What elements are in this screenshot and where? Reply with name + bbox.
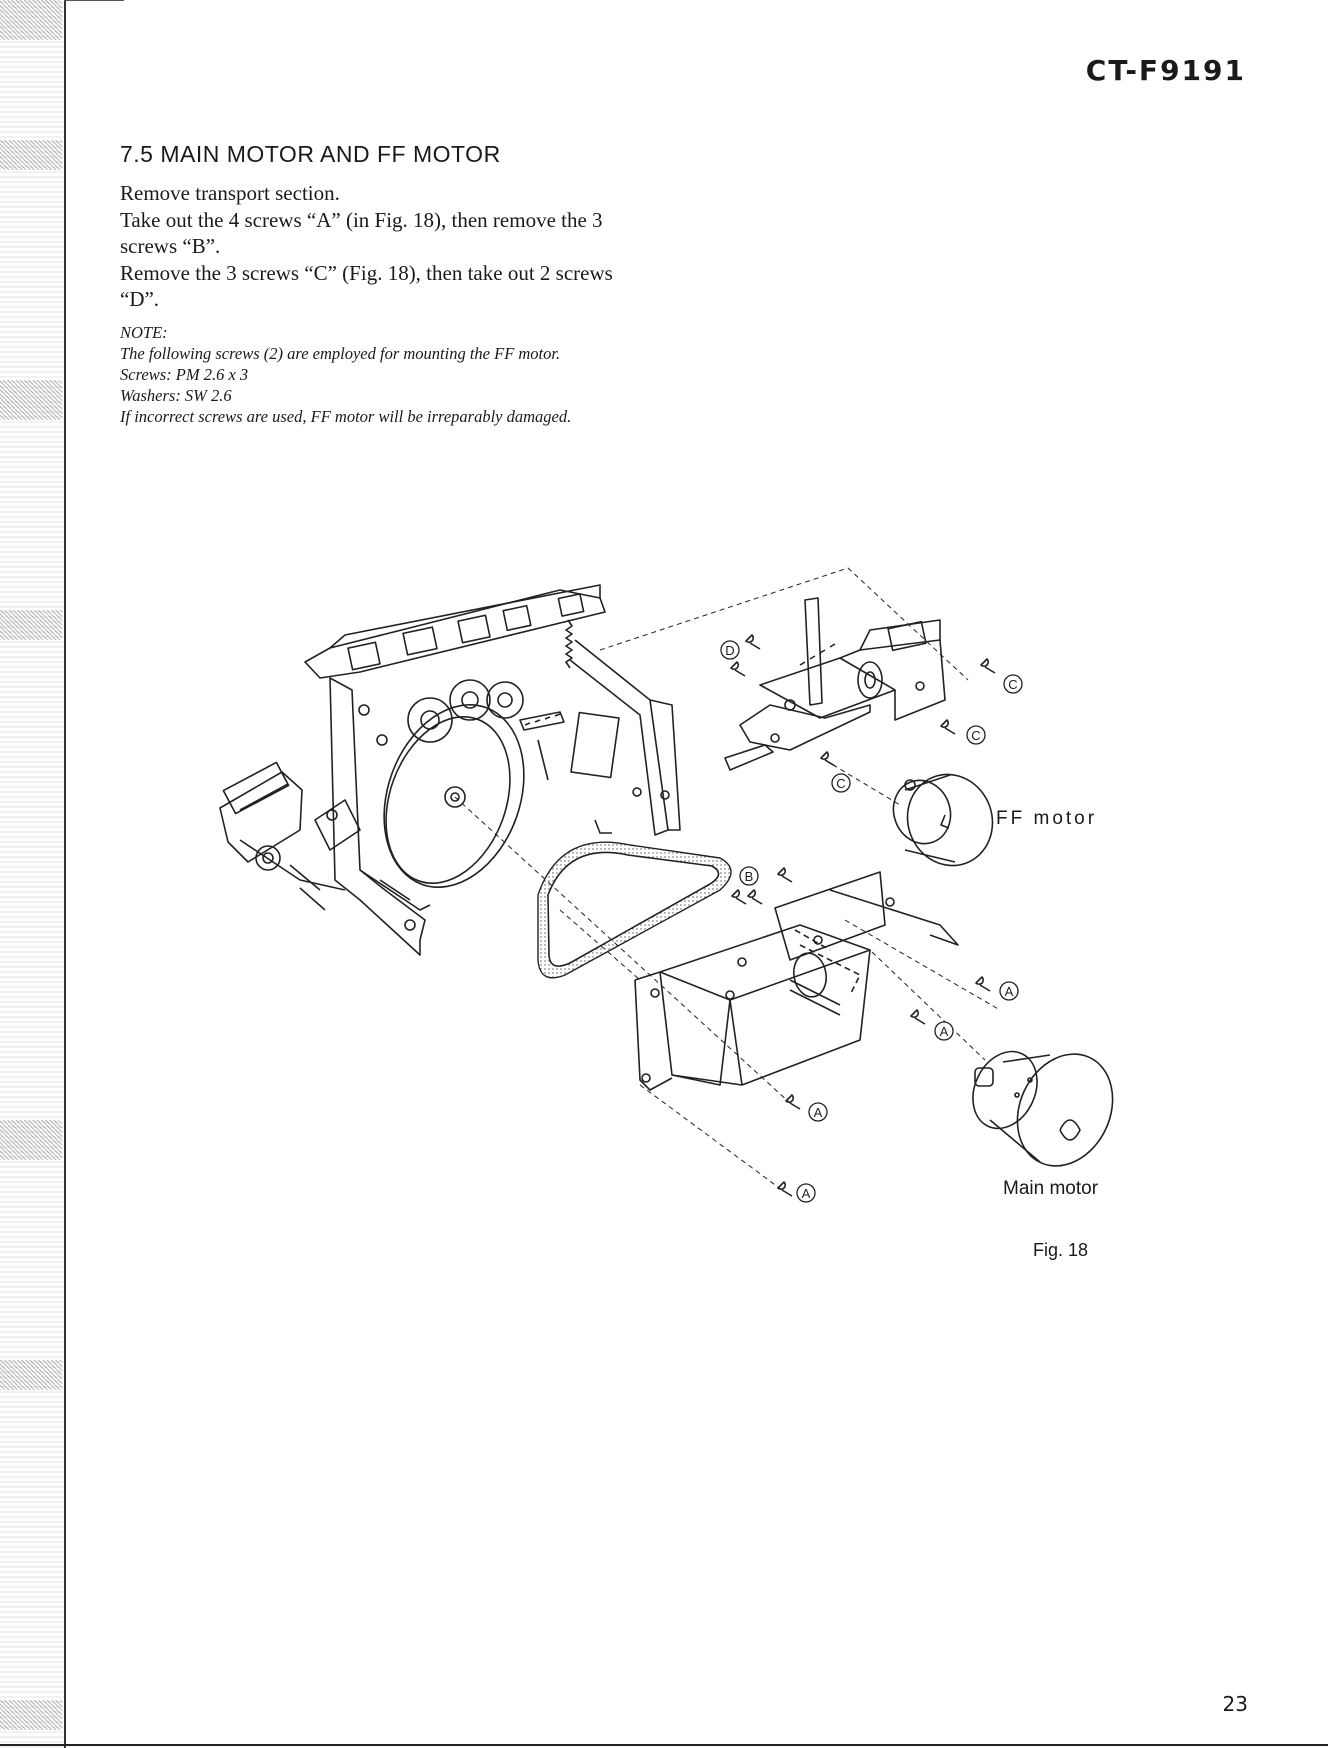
main-motor-drawing [972, 1050, 1114, 1167]
marker-d: D [720, 640, 740, 660]
svg-text:C: C [1008, 677, 1017, 692]
svg-text:A: A [814, 1105, 823, 1120]
instruction-step-3: Remove the 3 screws “C” (Fig. 18), then … [120, 260, 613, 312]
scan-edge [0, 0, 64, 1748]
figure-caption: Fig. 18 [1033, 1240, 1089, 1260]
section-title: 7.5 MAIN MOTOR AND FF MOTOR [120, 141, 501, 167]
marker-a-3: A [808, 1102, 828, 1122]
top-rule [64, 0, 124, 1]
ff-motor-label: FF motor [996, 808, 1098, 829]
note-warning: If incorrect screws are used, FF motor w… [120, 407, 572, 426]
svg-text:B: B [745, 869, 754, 884]
main-motor-bracket [634, 871, 959, 1091]
marker-c-1: C [1003, 674, 1023, 694]
marker-c-3: C [831, 773, 851, 793]
page-number: 23 [1222, 1692, 1248, 1716]
note-block: NOTE: The following screws (2) are emplo… [120, 322, 640, 427]
binding-rule [64, 0, 66, 1748]
instruction-step-1: Remove transport section. [120, 181, 340, 205]
transport-mechanism [219, 584, 681, 956]
svg-text:A: A [940, 1024, 949, 1039]
model-number: CT-F9191 [1085, 54, 1246, 87]
svg-text:A: A [802, 1186, 811, 1201]
svg-text:C: C [971, 728, 980, 743]
marker-a-4: A [796, 1183, 816, 1203]
bottom-rule [0, 1744, 1328, 1746]
instruction-step-2: Take out the 4 screws “A” (in Fig. 18), … [120, 207, 603, 259]
screws [730, 634, 996, 1197]
marker-b: B [739, 866, 759, 886]
svg-text:D: D [725, 643, 734, 658]
note-screws: Screws: PM 2.6 x 3 [120, 365, 249, 384]
ff-motor-drawing [892, 773, 994, 867]
note-washers: Washers: SW 2.6 [120, 386, 232, 405]
note-body: The following screws (2) are employed fo… [120, 344, 561, 363]
marker-a-1: A [999, 981, 1019, 1001]
marker-c-2: C [966, 725, 986, 745]
instructions: Remove transport section. Take out the 4… [120, 180, 640, 313]
marker-a-2: A [934, 1021, 954, 1041]
note-heading: NOTE: [120, 323, 168, 342]
assembly-lines [454, 567, 1001, 1191]
main-motor-label: Main motor [1003, 1178, 1099, 1199]
svg-text:C: C [836, 776, 845, 791]
svg-text:A: A [1005, 984, 1014, 999]
drive-belt [537, 841, 732, 979]
ff-motor-bracket [724, 597, 946, 771]
